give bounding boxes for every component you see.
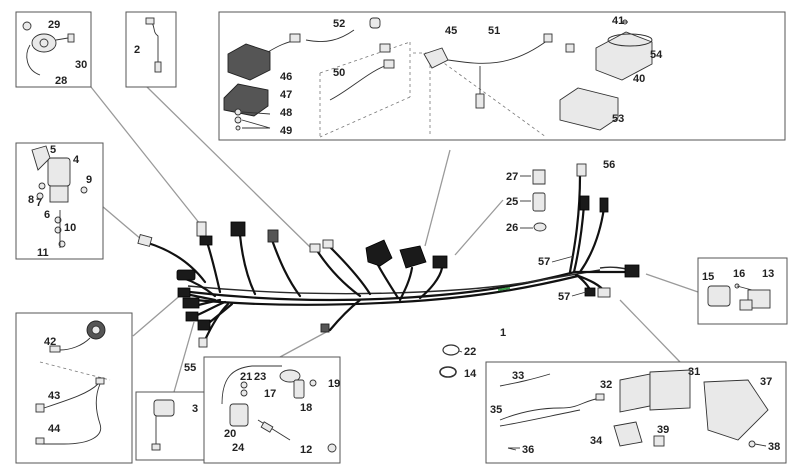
callout-18: 18: [300, 402, 312, 414]
part-group-3: [151, 399, 175, 451]
leader-lines: [90, 86, 699, 393]
callout-34: 34: [590, 435, 603, 447]
callout-30: 30: [75, 59, 87, 71]
callout-51: 51: [488, 25, 500, 37]
callout-27: 27: [506, 171, 518, 183]
callout-6: 6: [44, 209, 50, 221]
callout-24: 24: [232, 442, 245, 454]
callout-28: 28: [55, 75, 67, 87]
callout-10: 10: [64, 222, 76, 234]
callout-36: 36: [522, 444, 534, 456]
main-wiring-harness: [146, 173, 633, 342]
callout-ticks: [241, 21, 767, 451]
callout-55: 55: [184, 362, 196, 374]
part-group-42-44: [35, 320, 111, 445]
callout-16: 16: [733, 268, 745, 280]
group-box-2: [125, 11, 177, 88]
part-group-31-39: [499, 369, 769, 449]
callout-37: 37: [760, 376, 772, 388]
part-group-13-16: [707, 283, 771, 311]
part-group-25-27: [439, 169, 547, 378]
callout-57-upper: 57: [538, 256, 550, 268]
callout-45: 45: [445, 25, 457, 37]
callout-57-lower: 57: [558, 291, 570, 303]
part-group-2: [145, 17, 162, 73]
callout-22: 22: [464, 346, 476, 358]
callout-52: 52: [333, 18, 345, 30]
group-box-12-24: [203, 356, 341, 464]
part-group-28-30: [22, 21, 75, 76]
callout-29: 29: [48, 19, 60, 31]
callout-56: 56: [603, 159, 615, 171]
callout-9: 9: [86, 174, 92, 186]
callout-15: 15: [702, 271, 714, 283]
group-box-40-54: [218, 11, 786, 141]
callout-21: 21: [240, 371, 252, 383]
callout-2: 2: [134, 44, 140, 56]
callout-5: 5: [50, 144, 56, 156]
callout-4: 4: [73, 154, 80, 166]
callout-43: 43: [48, 390, 60, 402]
callout-50: 50: [333, 67, 345, 79]
callout-7: 7: [36, 197, 42, 209]
group-box-42-44: [15, 312, 133, 464]
callout-23: 23: [254, 371, 266, 383]
callout-1: 1: [500, 327, 506, 339]
callout-48: 48: [280, 107, 292, 119]
callout-42: 42: [44, 336, 56, 348]
callout-35: 35: [490, 404, 502, 416]
callout-20: 20: [224, 428, 236, 440]
callout-25: 25: [506, 196, 518, 208]
callout-44: 44: [48, 423, 61, 435]
callout-labels: 1 2 3 4 5 6 7 8 9 10 11 12 13 14 15 16 1…: [28, 15, 780, 456]
part-group-40-54: [223, 17, 653, 131]
callout-8: 8: [28, 194, 34, 206]
callout-33: 33: [512, 370, 524, 382]
part-group-4-11: [31, 145, 88, 248]
callout-12: 12: [300, 444, 312, 456]
callout-17: 17: [264, 388, 276, 400]
callout-31: 31: [688, 366, 700, 378]
harness-connectors: [137, 163, 640, 348]
callout-14: 14: [464, 368, 477, 380]
part-group-12-24: [221, 365, 337, 453]
callout-11: 11: [37, 247, 49, 259]
callout-32: 32: [600, 379, 612, 391]
callout-38: 38: [768, 441, 780, 453]
callout-3: 3: [192, 403, 198, 415]
callout-54: 54: [650, 49, 663, 61]
callout-49: 49: [280, 125, 292, 137]
callout-39: 39: [657, 424, 669, 436]
callout-13: 13: [762, 268, 774, 280]
callout-47: 47: [280, 89, 292, 101]
callout-40: 40: [633, 73, 645, 85]
callout-53: 53: [612, 113, 624, 125]
callout-46: 46: [280, 71, 292, 83]
callout-26: 26: [506, 222, 518, 234]
callout-19: 19: [328, 378, 340, 390]
callout-41: 41: [612, 15, 624, 27]
